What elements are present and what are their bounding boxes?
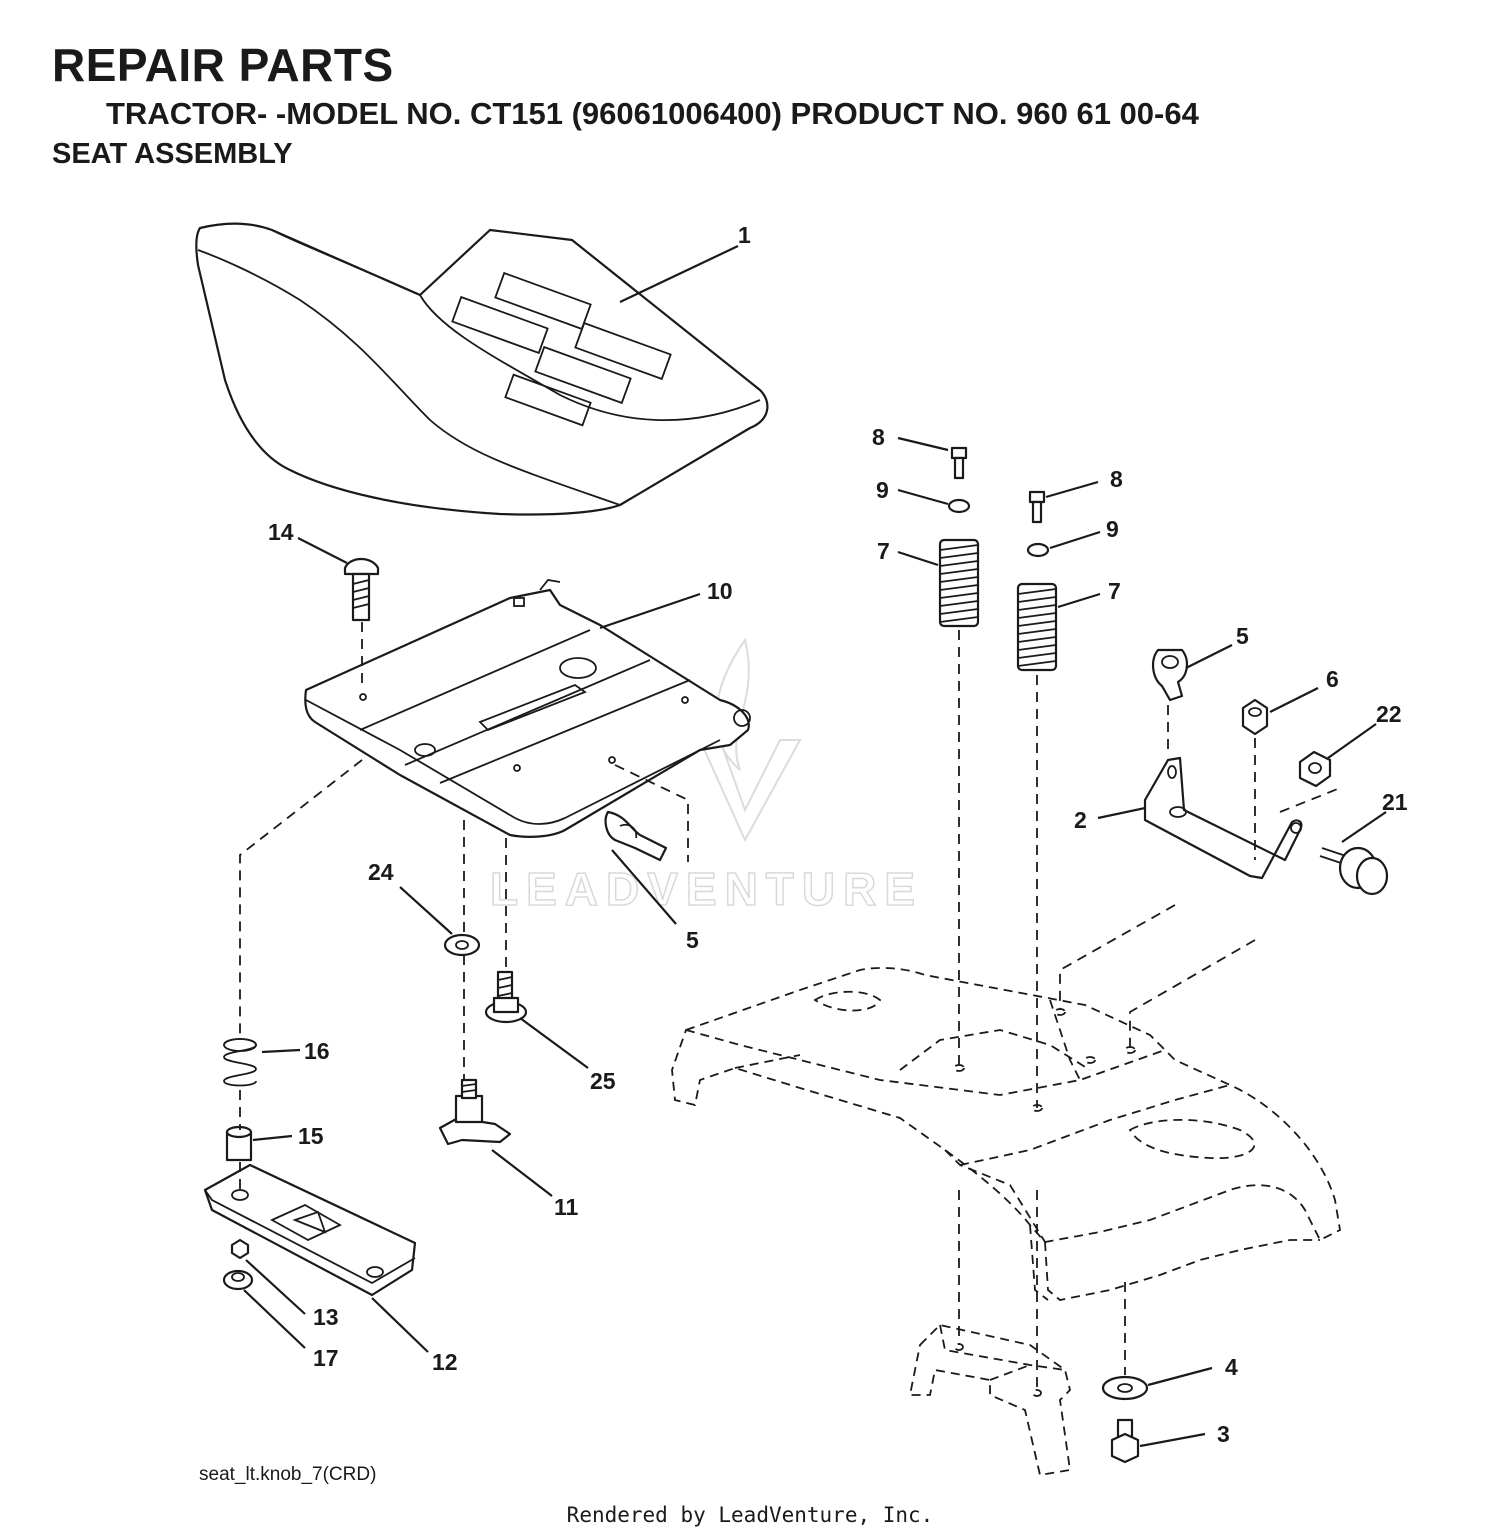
lock-nut-part <box>1241 687 1319 736</box>
callout-10: 10 <box>707 578 733 604</box>
callout-9-left: 9 <box>876 477 889 503</box>
nut-22-part <box>1298 723 1377 788</box>
callout-1: 1 <box>738 222 751 248</box>
lock-washer-right-part <box>1026 530 1101 558</box>
footer-credit: Rendered by LeadVenture, Inc. <box>566 1503 934 1527</box>
seat-bracket-part <box>1097 756 1303 880</box>
section-title: SEAT ASSEMBLY <box>52 138 293 170</box>
washer-4-part <box>1101 1366 1213 1401</box>
shoulder-bolt-part <box>484 970 589 1069</box>
hex-bolt-3-part <box>1110 1418 1206 1464</box>
lower-mount-bracket <box>908 1324 1072 1477</box>
hex-bolt-right-part <box>1028 480 1099 524</box>
watermark-text: LEADVENTURE <box>490 863 923 915</box>
callout-5-right: 5 <box>1236 623 1249 649</box>
callout-14: 14 <box>268 519 294 545</box>
callout-2: 2 <box>1074 807 1087 833</box>
slide-bracket-part <box>203 1163 429 1353</box>
callout-3: 3 <box>1217 1421 1230 1447</box>
callout-25: 25 <box>590 1068 616 1094</box>
page-title: REPAIR PARTS <box>52 39 394 91</box>
hex-bolt-left-part <box>897 436 968 480</box>
spacer-part <box>225 1125 293 1162</box>
callout-13: 13 <box>313 1304 339 1330</box>
spring-right-part <box>1016 582 1101 672</box>
watermark-flame-icon <box>715 637 750 771</box>
callout-16: 16 <box>304 1038 330 1064</box>
callout-7-right: 7 <box>1108 578 1121 604</box>
right-assembly-lines <box>958 630 1341 1392</box>
callout-22: 22 <box>1376 701 1402 727</box>
diagram-code: seat_lt.knob_7(CRD) <box>199 1464 377 1485</box>
spring-left-part <box>897 538 980 628</box>
callout-8-right: 8 <box>1110 466 1123 492</box>
callout-4: 4 <box>1225 1354 1238 1380</box>
watermark-v-icon <box>698 739 802 843</box>
model-subtitle: TRACTOR- -MODEL NO. CT151 (96061006400) … <box>106 96 1199 131</box>
left-assembly-lines <box>239 622 689 1195</box>
tractor-fender-frame <box>671 967 1341 1301</box>
callout-12: 12 <box>432 1349 458 1375</box>
callout-5-left: 5 <box>686 927 699 953</box>
washer-24-part <box>399 886 481 957</box>
callout-9-right: 9 <box>1106 516 1119 542</box>
callout-17: 17 <box>313 1345 339 1371</box>
flange-nut-17-part <box>222 1269 306 1349</box>
lock-washer-left-part <box>897 488 971 514</box>
callout-labels: 1 2 3 4 5 5 6 7 7 8 8 9 9 10 11 12 13 14… <box>268 222 1408 1447</box>
flange-bolt-part <box>1319 811 1389 896</box>
clip-left-part <box>604 810 677 925</box>
callout-11: 11 <box>554 1194 579 1220</box>
callout-21: 21 <box>1382 789 1408 815</box>
clip-right-part <box>1152 644 1233 702</box>
callout-24: 24 <box>368 859 394 885</box>
spring-16-part <box>223 1038 301 1087</box>
watermark: LEADVENTURE <box>489 637 923 916</box>
carriage-bolt-part <box>297 537 380 622</box>
callout-6: 6 <box>1326 666 1339 692</box>
seat-part <box>195 222 769 516</box>
callout-15: 15 <box>298 1123 324 1149</box>
knob-part <box>438 1078 553 1197</box>
nut-13-part <box>230 1238 306 1315</box>
callout-7-left: 7 <box>877 538 890 564</box>
callout-8-left: 8 <box>872 424 885 450</box>
